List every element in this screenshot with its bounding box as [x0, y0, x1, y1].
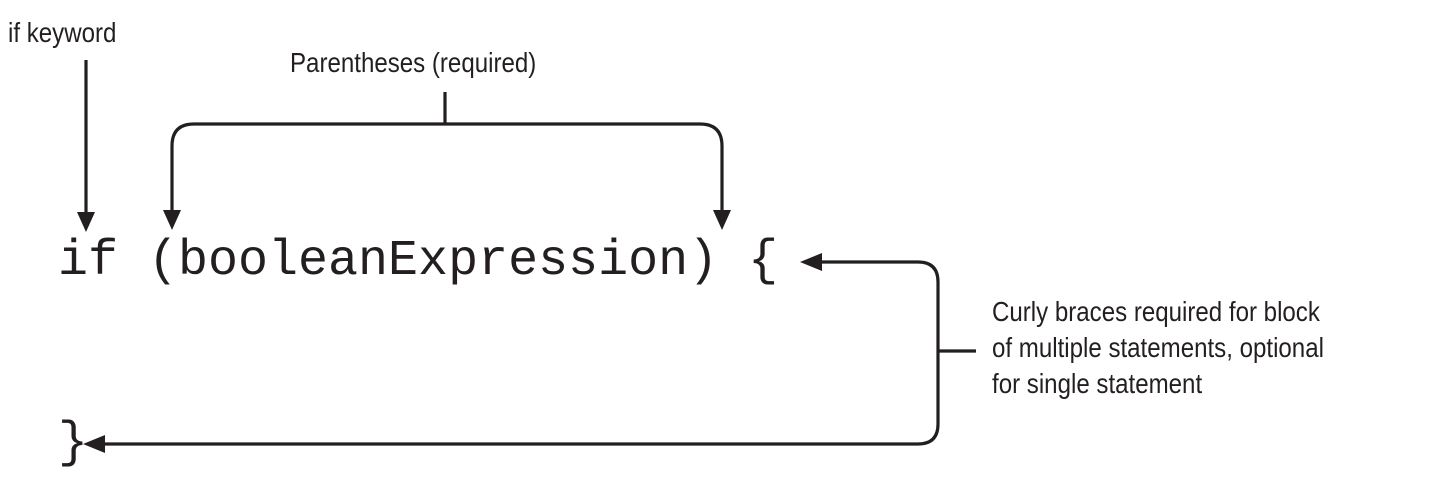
note-line: Curly braces required for block [992, 296, 1320, 327]
if-statement-code: if (booleanExpression) { [58, 233, 779, 290]
curly-braces-note: Curly braces required for block of multi… [992, 294, 1324, 402]
note-line: of multiple statements, optional [992, 332, 1324, 363]
parentheses-bracket [163, 92, 731, 230]
if-keyword-arrow [77, 60, 95, 232]
note-line: for single statement [992, 368, 1203, 399]
if-keyword-label: if keyword [8, 17, 117, 48]
parentheses-label: Parentheses (required) [290, 47, 537, 78]
curly-braces-bracket [83, 253, 976, 453]
closing-brace: } [58, 415, 89, 472]
